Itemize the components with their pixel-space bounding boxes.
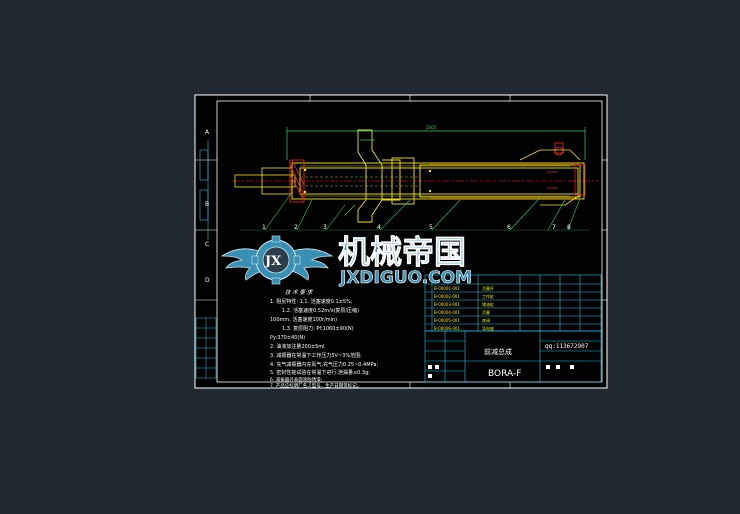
tech-line: 2. 油液加注量200±5ml — [270, 343, 325, 350]
part-name: 活塞 — [482, 309, 490, 315]
part-code: B-00001-001 — [434, 286, 460, 291]
part-code: B-00002-001 — [434, 294, 460, 299]
part-balloons: 1 2 3 4 5 6 7 8 — [262, 224, 571, 231]
parts-list: B-00001-001 活塞杆 B-00002-001 工作缸 B-00003-… — [424, 274, 602, 332]
tech-line: 3. 减振器在常温下工作压力5V~3%范围; — [270, 352, 362, 359]
part-code: B-00003-001 — [434, 302, 460, 307]
revision-table — [195, 317, 217, 379]
tech-line: 1.3. 复原阻力: Pf:1060±90(N) — [282, 325, 354, 332]
tech-line: 1. 阻尼特性: 1.1. 活塞速度0.1±5%; — [270, 298, 353, 305]
tech-line: Py:370±40(N) — [270, 335, 305, 341]
tech-requirements-title: 技 术 要 求 — [285, 289, 314, 296]
drawing-name: 前减总成 — [484, 347, 512, 356]
part-name: 工作缸 — [482, 293, 494, 299]
part-name: 导向座 — [482, 325, 494, 331]
watermark-logo-text: JX — [264, 254, 282, 269]
balloon-4: 4 — [377, 224, 381, 231]
balloon-6: 6 — [507, 224, 511, 231]
balloon-1: 1 — [262, 224, 266, 231]
drawing-model: BORA-F — [488, 369, 521, 379]
tech-line: 100mm, 活塞速度100r/min) — [270, 316, 337, 323]
watermark: JX 机械帝国 JXDIGUO.COM — [220, 233, 472, 288]
part-name: 活塞杆 — [482, 285, 494, 291]
tech-line: 4. 充气减振器内充氮气,充气压力0.25~0.4MPa; — [270, 361, 378, 368]
tech-line: 7. 产品应标明厂名、型号、生产日期等标记。 — [270, 382, 361, 389]
tech-line: 6. 减振器外表面涂防锈漆; — [270, 376, 322, 383]
balloon-8: 8 — [567, 224, 571, 231]
balloon-3: 3 — [323, 224, 327, 231]
balloon-5: 5 — [429, 224, 433, 231]
part-name: 储油缸 — [482, 301, 494, 307]
zone-letter-d: D — [205, 277, 210, 284]
overall-length-dimension: 2005 — [426, 125, 437, 130]
zone-letter-c: C — [205, 241, 209, 248]
zone-letter-b: B — [205, 201, 209, 208]
part-code: B-00004-001 — [434, 310, 460, 315]
part-code: B-00006-001 — [434, 326, 460, 331]
shock-absorber-drawing: 2005 — [232, 125, 598, 231]
title-block: 前减总成 BORA-F qq:113672907 — [424, 330, 602, 383]
technical-requirements: 技 术 要 求 1. 阻尼特性: 1.1. 活塞速度0.1±5%; 1.2. 活… — [270, 289, 378, 389]
drawing-sheet: A B C D — [194, 94, 608, 389]
balloon-2: 2 — [294, 224, 298, 231]
watermark-brand-cn: 机械帝国 — [338, 233, 466, 271]
tech-line: 5. 密封性能试验在常温下进行,泄漏量≤0.3g; — [270, 369, 370, 376]
part-name: 底阀 — [482, 317, 490, 323]
part-code: B-00005-001 — [434, 318, 460, 323]
tech-line: 1.2. 活塞速度0.52m/s(复原/压缩) — [282, 307, 359, 314]
watermark-brand-url: JXDIGUO.COM — [339, 268, 472, 288]
balloon-7: 7 — [552, 224, 556, 231]
zone-letter-a: A — [205, 129, 210, 136]
drawing-contact: qq:113672907 — [545, 343, 589, 350]
